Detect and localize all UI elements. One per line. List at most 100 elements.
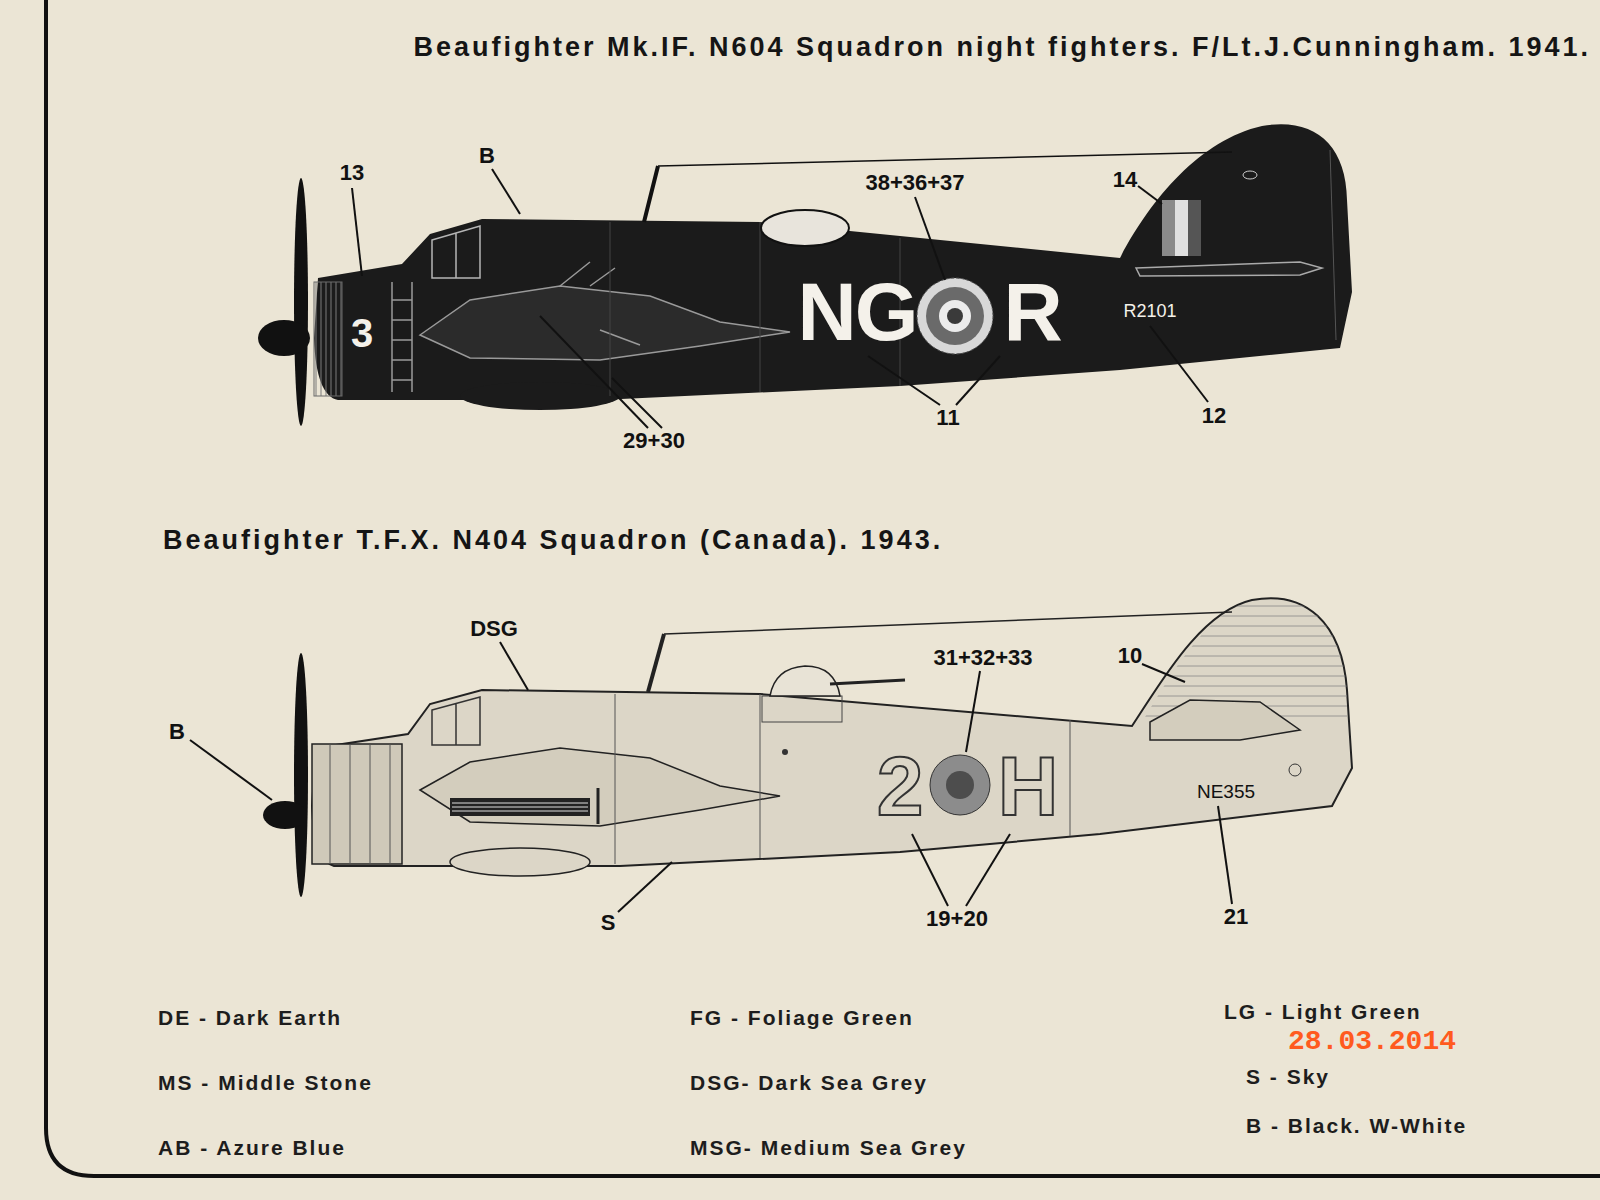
callout-number: 29+30	[623, 428, 685, 453]
night-fighter-profile	[658, 152, 1232, 166]
strike-fighter-profile	[1150, 700, 1300, 740]
night-fighter-profile	[1330, 150, 1336, 340]
strike-fighter-profile	[294, 653, 308, 897]
strike-fighter-profile	[432, 697, 480, 745]
callout-letter: B	[479, 143, 495, 168]
nose-number: 3	[351, 313, 373, 353]
legend-entry: DE - Dark Earth	[158, 1006, 342, 1030]
callout-letter: S	[601, 910, 616, 935]
callout-number: 38+36+37	[865, 170, 964, 195]
strike-fighter-profile	[1289, 764, 1301, 776]
leader-line	[190, 740, 272, 800]
night-fighter-profile	[947, 308, 963, 324]
legend-entry: S - Sky	[1246, 1065, 1330, 1089]
strike-fighter-profile	[762, 696, 842, 722]
serial-number: R2101	[1123, 301, 1176, 322]
night-fighter-profile	[258, 124, 1352, 426]
leader-line	[492, 169, 520, 214]
night-fighter-profile	[1175, 200, 1188, 256]
legend-entry: AB - Azure Blue	[158, 1136, 346, 1160]
page-frame	[46, 0, 1600, 1176]
strike-fighter-profile	[648, 634, 664, 692]
callout-number: 14	[1113, 167, 1137, 192]
leader-line	[612, 378, 662, 428]
leader-line	[500, 642, 528, 690]
strike-fighter-profile	[420, 748, 780, 826]
strike-fighter-profile	[330, 744, 390, 864]
strike-fighter-profile	[263, 801, 307, 829]
strike-fighter-profile	[930, 755, 990, 815]
strike-fighter-profile	[450, 798, 590, 816]
callout-number: 10	[1118, 643, 1142, 668]
night-fighter-profile	[926, 287, 984, 345]
legend-entry: DSG- Dark Sea Grey	[690, 1071, 928, 1095]
sheet-heading: Beaufighter Mk.IF. N604 Squadron night f…	[133, 30, 1591, 64]
night-fighter-profile	[1188, 200, 1201, 256]
leader-line	[1218, 806, 1232, 904]
night-fighter-profile	[917, 278, 993, 354]
night-fighter-profile	[392, 282, 412, 392]
night-fighter-profile	[1243, 171, 1257, 179]
legend-entry: LG - Light Green	[1224, 1000, 1422, 1024]
leader-line	[956, 356, 1000, 405]
page-frame	[46, 0, 1600, 1176]
leader-line	[966, 671, 980, 752]
strike-fighter-profile	[597, 788, 600, 824]
night-fighter-profile	[939, 300, 971, 332]
leader-line	[540, 316, 648, 428]
night-fighter-profile	[560, 262, 640, 345]
callout-letter: B	[169, 719, 185, 744]
strike-fighter-profile	[312, 744, 402, 864]
strike-fighter-profile	[830, 680, 905, 684]
strike-fighter-profile	[450, 848, 590, 876]
callout-number: 12	[1202, 403, 1226, 428]
leader-line	[912, 834, 948, 906]
callout-number: 13	[340, 160, 364, 185]
leader-line	[915, 197, 945, 280]
aircraft-letter: H	[998, 744, 1059, 828]
strike-fighter-profile	[770, 666, 840, 696]
leader-line	[1150, 326, 1208, 402]
night-fighter-profile	[258, 320, 310, 356]
strike-fighter-profile	[1130, 606, 1350, 716]
strike-fighter-profile	[782, 749, 788, 755]
leader-line	[1138, 186, 1162, 204]
callout-number: 11	[936, 405, 959, 430]
callout-letter: DSG	[470, 616, 518, 641]
legend-entry: FG - Foliage Green	[690, 1006, 914, 1030]
leader-line	[352, 188, 362, 276]
leader-line	[1142, 664, 1185, 682]
night-fighter-profile	[314, 124, 1352, 400]
strike-fighter-profile	[615, 694, 1070, 864]
serial-number: NE355	[1197, 781, 1255, 803]
strike-fighter-profile	[312, 598, 1352, 866]
strike-fighter-profile	[946, 771, 974, 799]
callout-number: 21	[1224, 904, 1248, 929]
strike-fighter-profile	[664, 612, 1232, 634]
leader-line	[966, 834, 1010, 906]
strike-fighter-profile	[452, 803, 588, 811]
night-fighter-profile	[460, 382, 620, 410]
squadron-code: NG	[798, 271, 917, 353]
leader-line	[618, 862, 672, 912]
strike-fighter-profile	[263, 598, 1352, 897]
legend-entry: MSG- Medium Sea Grey	[690, 1136, 967, 1160]
night-fighter-profile	[644, 166, 658, 222]
night-fighter-profile	[432, 226, 480, 278]
night-fighter-profile	[1136, 262, 1322, 276]
callout-number: 31+32+33	[933, 645, 1032, 670]
strike-fighter-profile	[1130, 606, 1350, 716]
night-fighter-profile	[314, 282, 342, 396]
legend-entry: MS - Middle Stone	[158, 1071, 373, 1095]
sheet-heading: Beaufighter T.F.X. N404 Squadron (Canada…	[163, 523, 1463, 557]
night-fighter-profile	[294, 178, 308, 426]
night-fighter-profile	[761, 210, 849, 246]
callout-number: 19+20	[926, 906, 988, 931]
leader-line	[868, 356, 940, 405]
night-fighter-profile	[1162, 200, 1175, 256]
date-stamp: 28.03.2014	[1288, 1026, 1456, 1058]
aircraft-letter: R	[1003, 271, 1060, 353]
legend-entry: B - Black. W-White	[1246, 1114, 1467, 1138]
night-fighter-profile	[420, 286, 790, 360]
